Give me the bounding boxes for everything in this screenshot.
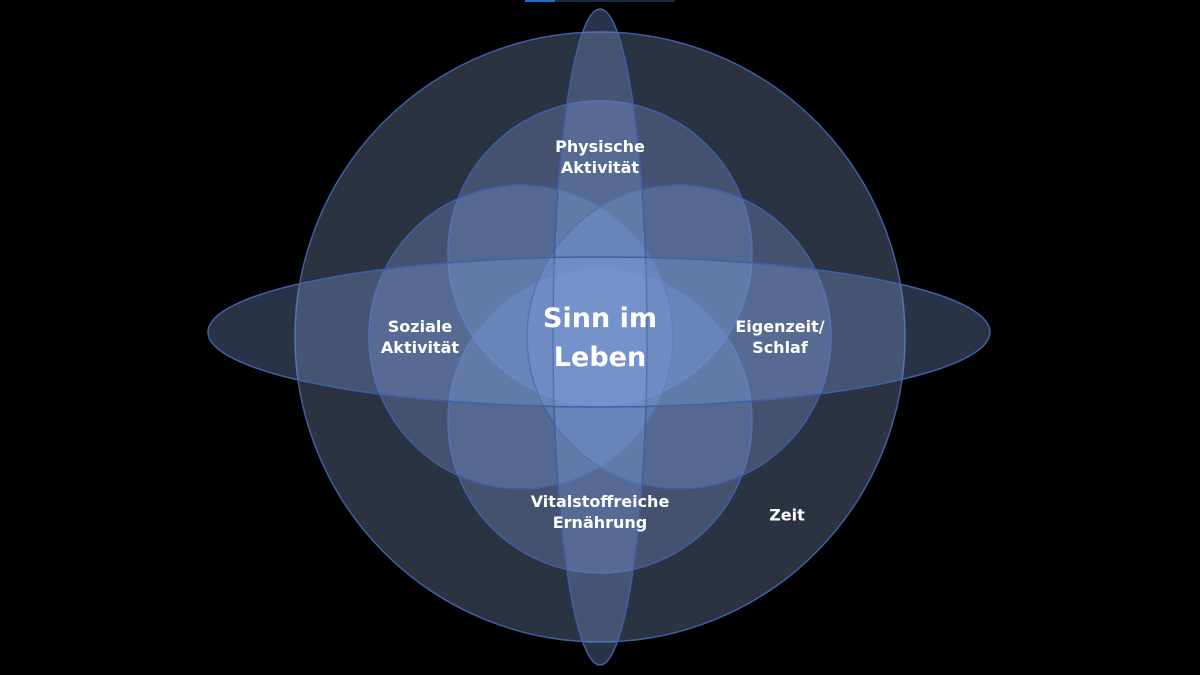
label-line: Schlaf — [752, 338, 808, 357]
circle-right-eigenzeit — [526, 184, 832, 490]
label-soziale-aktivitaet: Soziale Aktivität — [381, 317, 459, 359]
horizontal-ellipse — [207, 256, 991, 408]
label-line: Aktivität — [380, 338, 460, 357]
label-line: Ernährung — [552, 513, 648, 532]
label-eigenzeit-schlaf: Eigenzeit/ Schlaf — [735, 317, 824, 359]
label-vitalstoffreiche-ernaehrung: Vitalstoffreiche Ernährung — [531, 492, 670, 534]
label-line: Sinn im — [543, 302, 657, 334]
vertical-ellipse — [552, 8, 648, 666]
label-physische-aktivitaet: Physische Aktivität — [555, 137, 645, 179]
label-line: Soziale — [387, 317, 453, 337]
outer-circle-zeit — [294, 31, 906, 643]
circle-top-physische-aktivitaet — [447, 100, 753, 406]
label-line: Aktivität — [560, 158, 640, 177]
label-line: Leben — [553, 342, 647, 373]
label-zeit: Zeit — [769, 505, 805, 525]
top-progress-bar — [525, 0, 675, 2]
label-sinn-im-leben: Sinn im Leben — [543, 299, 657, 377]
label-line: Eigenzeit/ — [735, 317, 825, 337]
label-line: Physische — [555, 137, 645, 157]
circle-bottom-ernaehrung — [447, 268, 753, 574]
circle-left-soziale-aktivitaet — [368, 184, 674, 490]
label-line: Vitalstoffreiche — [530, 492, 670, 512]
